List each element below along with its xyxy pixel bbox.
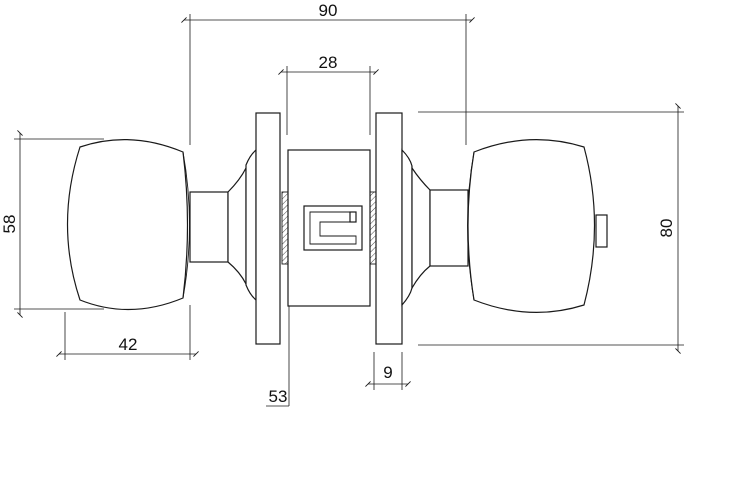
- right-knob: [467, 139, 608, 313]
- dimension-door-thickness: 53: [266, 306, 290, 407]
- push-button: [595, 214, 608, 248]
- dimension-knob-depth: 42: [56, 305, 199, 360]
- label-door-thickness: 53: [269, 387, 288, 406]
- right-knob-neck: [411, 166, 469, 291]
- dimension-body-width: 28: [278, 53, 379, 135]
- latch-body: [281, 149, 377, 307]
- label-rose-height: 80: [657, 219, 676, 238]
- label-overall-width: 90: [319, 1, 338, 20]
- left-rose: [245, 112, 281, 345]
- right-hatch: [369, 191, 377, 265]
- dimension-rose-height: 80: [418, 103, 684, 354]
- label-knob-height: 58: [0, 215, 19, 234]
- dimension-rose-thickness: 9: [365, 352, 411, 390]
- label-body-width: 28: [319, 53, 338, 72]
- right-rose: [375, 112, 413, 345]
- left-knob: [66, 139, 190, 311]
- dimension-overall-width: 90: [181, 1, 475, 145]
- dimension-knob-height: 58: [0, 130, 104, 318]
- left-hatch: [281, 191, 289, 265]
- label-rose-thickness: 9: [383, 363, 392, 382]
- left-knob-neck: [189, 167, 247, 285]
- label-knob-depth: 42: [119, 335, 138, 354]
